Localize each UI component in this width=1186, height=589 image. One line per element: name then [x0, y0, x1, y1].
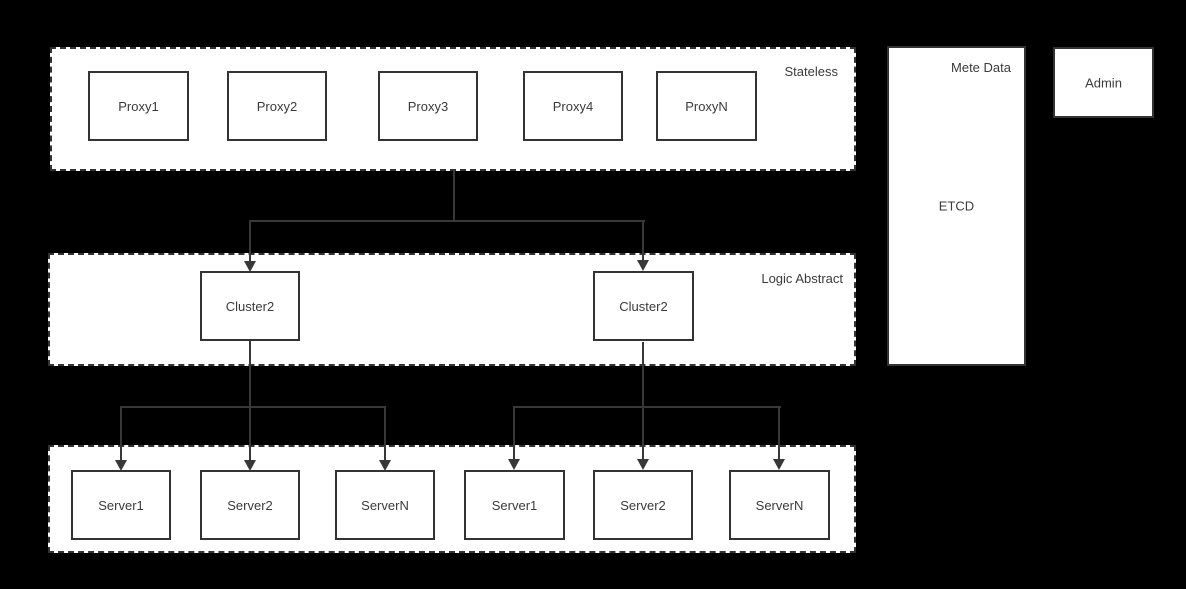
node-proxyN: ProxyN [656, 71, 757, 141]
connector-server-split-left [120, 406, 386, 408]
node-serverN-left: ServerN [335, 470, 435, 540]
node-serverN-right: ServerN [729, 470, 830, 540]
arrowhead-down-icon [115, 460, 127, 471]
arrowhead-down-icon [244, 460, 256, 471]
meta-data-box: Mete Data ETCD [887, 46, 1026, 366]
node-server2-right: Server2 [593, 470, 693, 540]
connector-to-server2-left [249, 406, 251, 460]
node-server1-left: Server1 [71, 470, 171, 540]
node-proxy1: Proxy1 [88, 71, 189, 141]
arrowhead-down-icon [773, 459, 785, 470]
node-proxy4: Proxy4 [523, 71, 623, 141]
node-server2-left: Server2 [200, 470, 300, 540]
connector-to-cluster-right [642, 220, 644, 260]
connector-to-cluster-left [249, 220, 251, 261]
connector-to-serverN-left [384, 406, 386, 460]
stateless-zone-label: Stateless [784, 64, 838, 79]
logic-abstract-zone-label: Logic Abstract [761, 271, 843, 286]
connector-to-server1-left [120, 406, 122, 460]
node-cluster-left: Cluster2 [200, 271, 300, 341]
admin-label: Admin [1085, 75, 1122, 90]
connector-to-serverN-right [778, 406, 780, 459]
connector-to-server2-right [642, 406, 644, 459]
arrowhead-down-icon [637, 260, 649, 271]
node-server1-right: Server1 [464, 470, 565, 540]
logic-abstract-zone [48, 253, 856, 366]
connector-cluster-split [249, 220, 645, 222]
arrowhead-down-icon [637, 459, 649, 470]
connector-cluster-left-stem [249, 341, 251, 407]
node-proxy3: Proxy3 [378, 71, 478, 141]
connector-server-split-right [513, 406, 781, 408]
admin-box: Admin [1053, 47, 1154, 118]
node-proxy2: Proxy2 [227, 71, 327, 141]
node-cluster-right: Cluster2 [593, 271, 694, 341]
server-zone [48, 445, 856, 553]
arrowhead-down-icon [508, 459, 520, 470]
connector-stateless-stem [453, 171, 455, 221]
arrowhead-down-icon [244, 261, 256, 272]
connector-to-server1-right [513, 406, 515, 459]
node-etcd: ETCD [938, 198, 975, 214]
meta-data-title: Mete Data [951, 60, 1011, 75]
connector-cluster-right-stem [642, 342, 644, 407]
arrowhead-down-icon [379, 460, 391, 471]
